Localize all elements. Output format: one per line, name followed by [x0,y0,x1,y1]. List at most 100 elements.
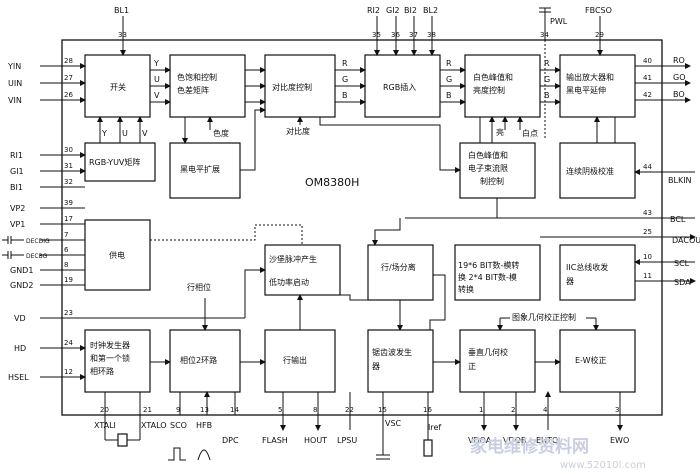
svg-text:41: 41 [643,74,652,82]
svg-text:SCL: SCL [674,259,690,268]
svg-text:RO: RO [673,56,685,65]
watermark-text: 家电维修资料网 [470,436,589,457]
svg-text:26: 26 [64,91,73,99]
svg-text:白色峰值和: 白色峰值和 [468,150,508,160]
svg-text:32: 32 [64,178,73,186]
svg-text:33: 33 [118,31,127,39]
color-matrix-block: 色饱和控制 色差矩阵 [169,54,246,118]
svg-text:B: B [544,91,550,100]
svg-text:开关: 开关 [110,82,126,92]
svg-text:Y: Y [153,59,159,68]
svg-text:VDOB: VDOB [503,436,526,445]
svg-text:G: G [446,75,452,84]
svg-text:14: 14 [230,406,239,414]
svg-text:B: B [342,91,348,100]
svg-text:RGB插入: RGB插入 [383,82,416,92]
svg-text:13: 13 [200,406,209,414]
h-output-block: 行输出 [264,329,336,393]
svg-text:对比度控制: 对比度控制 [272,82,312,92]
svg-text:BI2: BI2 [404,6,417,15]
svg-text:20: 20 [100,406,109,414]
svg-text:31: 31 [64,162,73,170]
svg-text:SDA: SDA [674,278,691,287]
svg-text:G: G [342,75,348,84]
svg-text:38: 38 [427,31,436,39]
svg-text:24: 24 [64,339,73,347]
continuous-cathode-block: 连续阴极校准 [559,142,636,199]
svg-text:换 2*4 BIT数-模: 换 2*4 BIT数-模 [458,272,517,282]
svg-text:黑电平延伸: 黑电平延伸 [566,85,606,95]
svg-text:PWL: PWL [550,17,568,26]
sawtooth-block: 锯齿波发生 器 [367,329,434,393]
svg-text:U: U [154,75,160,84]
svg-text:和第一个锁: 和第一个锁 [90,353,130,363]
svg-text:44: 44 [643,163,652,171]
svg-text:1: 1 [479,406,483,414]
svg-text:XTALI: XTALI [94,421,116,430]
svg-text:RGB-YUV矩阵: RGB-YUV矩阵 [89,157,140,167]
svg-text:39: 39 [64,199,73,207]
svg-text:亮度控制: 亮度控制 [473,85,505,95]
svg-text:行/场分离: 行/场分离 [381,262,416,272]
left-pins: YIN 28 UIN 27 VIN 26 RI1 30 GI1 31 BI1 3… [2,57,245,382]
svg-text:DECDIG: DECDIG [26,238,50,245]
svg-text:R: R [544,59,550,68]
svg-text:XTALO: XTALO [141,421,167,430]
svg-text:行相位: 行相位 [187,282,211,292]
white-peak-block: 白色峰值和 亮度控制 [464,54,541,118]
internal-wiring: Y U V R G B R G B R G B Y U V [97,59,616,365]
svg-text:相环路: 相环路 [90,366,114,376]
svg-text:RI1: RI1 [10,151,23,160]
svg-text:37: 37 [409,31,418,39]
svg-text:VSC: VSC [385,419,402,428]
svg-text:U: U [122,129,128,138]
svg-text:VDOA: VDOA [468,436,492,445]
svg-text:SCO: SCO [170,421,187,430]
svg-text:行输出: 行输出 [283,355,307,365]
white-peak-beam-block: 白色峰值和 电子束流限 制控制 [459,142,536,199]
top-pins: BL1 33 RI2 35 GI2 36 BI2 37 BL2 38 PWL 3… [114,6,612,140]
svg-text:17: 17 [64,215,73,223]
svg-text:UIN: UIN [8,79,22,88]
svg-text:B: B [446,91,452,100]
svg-text:器: 器 [372,362,380,371]
sandcastle-block: 沙堡脉冲产生 低功率启动 [264,244,341,296]
svg-text:DECBG: DECBG [26,253,48,260]
svg-text:亮: 亮 [496,127,504,137]
svg-text:22: 22 [345,406,354,414]
svg-text:15: 15 [378,406,387,414]
svg-text:V: V [142,129,148,138]
svg-text:DACOUT: DACOUT [672,236,700,245]
svg-text:GND1: GND1 [10,266,33,275]
bottom-pins: 20 21 XTALI XTALO 9 13 14 SCO HFB DPC 5 … [94,391,629,461]
svg-text:VD: VD [14,314,26,323]
svg-text:4: 4 [543,406,548,414]
svg-text:35: 35 [372,31,381,39]
svg-text:E-W校正: E-W校正 [575,355,607,365]
svg-text:YIN: YIN [7,62,21,71]
svg-text:3: 3 [615,406,619,414]
svg-text:BI1: BI1 [10,183,23,192]
svg-text:28: 28 [64,57,73,65]
svg-text:R: R [342,59,348,68]
rgb-insert-block: RGB插入 [364,54,441,118]
svg-text:正: 正 [468,362,476,371]
rgb-yuv-block: RGB-YUV矩阵 [84,142,156,182]
clock-pll-block: 时钟发生器 和第一个锁 相环路 [84,329,151,393]
svg-text:白色峰值和: 白色峰值和 [473,72,513,82]
svg-text:图象几何校正控制: 图象几何校正控制 [512,312,576,322]
svg-text:IIC总线收发: IIC总线收发 [566,262,608,272]
svg-text:43: 43 [643,209,652,217]
svg-text:36: 36 [391,31,400,39]
svg-text:GI2: GI2 [386,6,400,15]
svg-text:VP1: VP1 [10,220,25,229]
sync-separator-block: 行/场分离 [367,244,434,301]
svg-text:GO: GO [673,73,686,82]
svg-text:23: 23 [64,309,73,317]
svg-text:电子束流限: 电子束流限 [468,163,508,173]
svg-text:R: R [446,59,452,68]
watermark-url: www.52010l.com [560,460,646,471]
svg-text:29: 29 [595,31,604,39]
svg-text:供电: 供电 [109,250,125,260]
svg-text:BLKIN: BLKIN [668,176,692,185]
